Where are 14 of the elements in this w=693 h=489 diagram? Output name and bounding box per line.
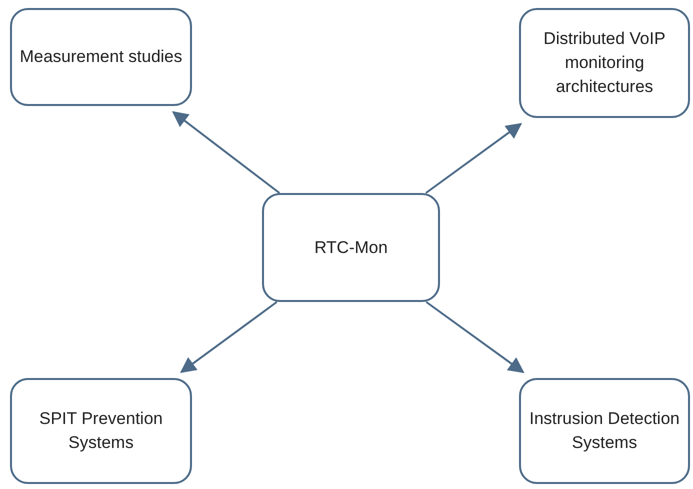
arrow [172, 111, 280, 194]
rounded-box [10, 378, 192, 484]
rounded-box [519, 8, 690, 118]
rounded-box [262, 193, 440, 302]
rounded-box [519, 378, 690, 484]
arrow [180, 301, 278, 374]
node-label: Measurement studies [20, 46, 182, 68]
node-label: Distributed VoIP monitoring architectures [542, 28, 666, 98]
node-label: SPIT Prevention Systems [38, 408, 164, 454]
node-label: Instrusion Detection Systems [528, 408, 681, 454]
arrow [426, 301, 524, 374]
arrow [425, 122, 522, 194]
rounded-box [10, 8, 192, 106]
node-label: RTC-Mon [314, 236, 388, 259]
